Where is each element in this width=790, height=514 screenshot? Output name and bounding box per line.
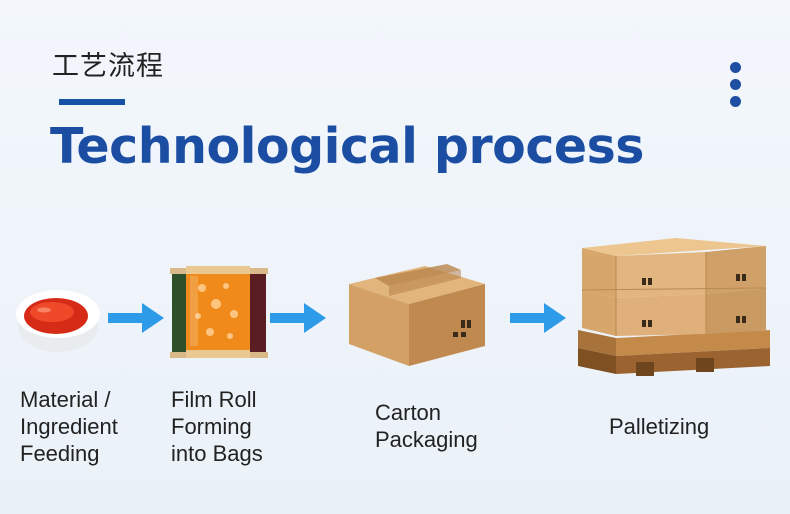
title-underline <box>59 99 125 105</box>
arrow-right-icon <box>270 303 326 333</box>
step-label-palletizing: Palletizing <box>609 414 710 439</box>
arrow-right-icon <box>510 303 566 333</box>
pallet-boxes-icon <box>578 238 770 376</box>
step-label-carton: Carton Packaging <box>375 400 478 452</box>
page-title: Technological process <box>50 118 644 175</box>
more-menu-icon[interactable] <box>730 62 742 108</box>
step-label-feeding: Material / Ingredient Feeding <box>20 387 118 466</box>
packaged-bags-icon <box>170 266 268 358</box>
sauce-bowl-icon <box>16 290 100 352</box>
step-label-bag-forming: Film Roll Forming into Bags <box>171 387 263 466</box>
page-subtitle-zh: 工艺流程 <box>52 51 164 82</box>
arrow-right-icon <box>108 303 164 333</box>
carton-box-icon <box>349 264 485 366</box>
